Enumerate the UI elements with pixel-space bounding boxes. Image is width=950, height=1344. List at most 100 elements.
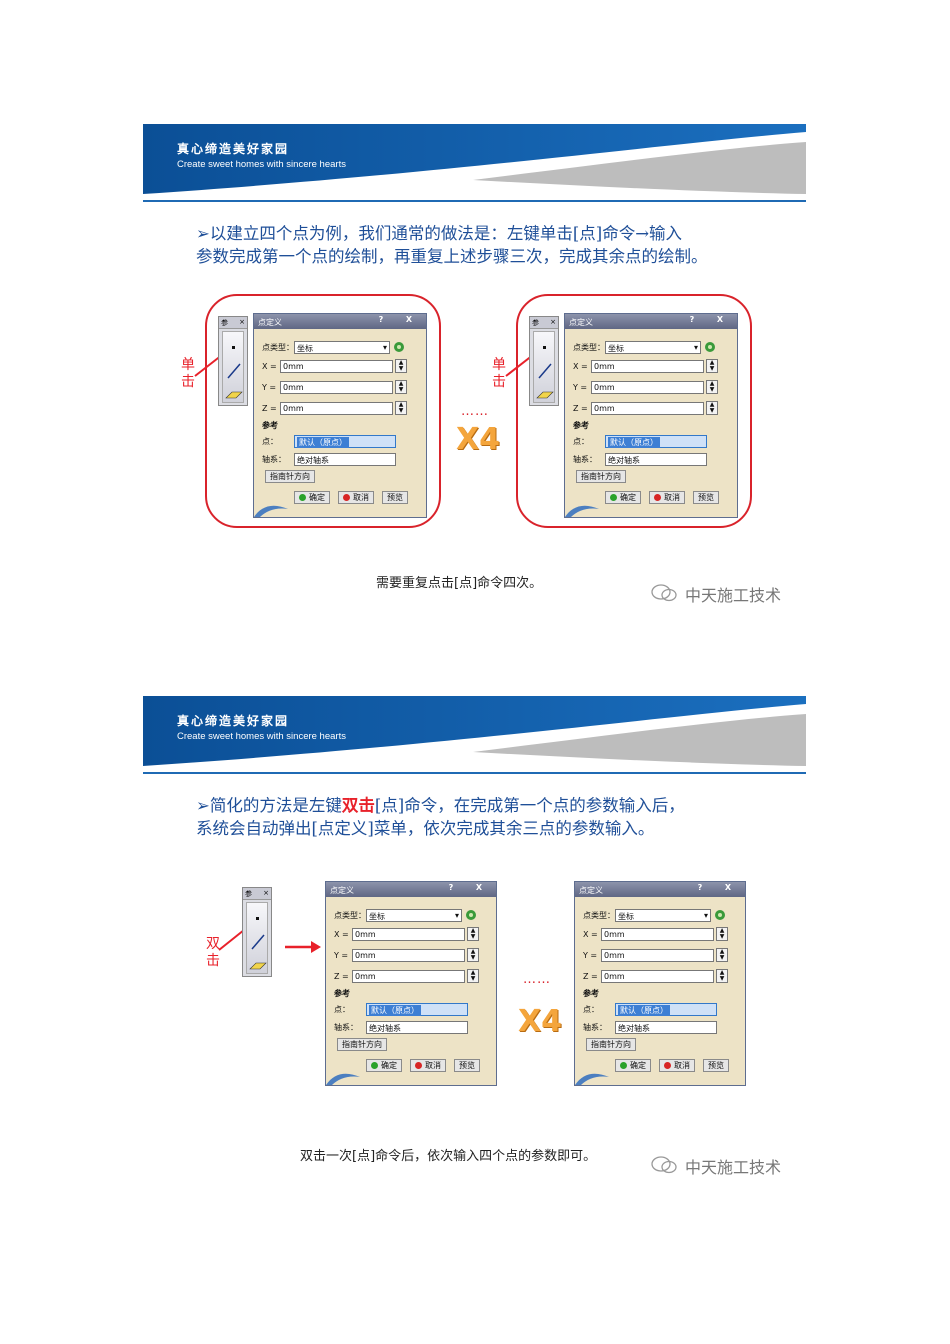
x-label: X =: [334, 929, 349, 939]
gear-icon[interactable]: [713, 908, 727, 922]
axis-system-field[interactable]: 绝对轴系: [294, 452, 396, 466]
point-command-icon[interactable]: [534, 332, 556, 404]
cancel-button[interactable]: 取消: [649, 491, 685, 504]
ok-icon: [610, 494, 617, 501]
cancel-icon: [415, 1062, 422, 1069]
gear-icon[interactable]: [392, 340, 406, 354]
y-input[interactable]: 0mm: [601, 948, 714, 962]
z-stepper[interactable]: ▲▼: [395, 401, 407, 415]
gear-icon[interactable]: [703, 340, 717, 354]
z-input[interactable]: 0mm: [352, 969, 465, 983]
y-stepper[interactable]: ▲▼: [706, 380, 718, 394]
ok-label: 确定: [630, 1061, 646, 1070]
y-stepper[interactable]: ▲▼: [395, 380, 407, 394]
x-label: X =: [262, 361, 277, 371]
point-reference-value: 默认（原点）: [618, 1004, 670, 1016]
ok-icon: [371, 1062, 378, 1069]
y-input[interactable]: 0mm: [591, 380, 704, 394]
x-stepper[interactable]: ▲▼: [395, 359, 407, 373]
ok-button[interactable]: 确定: [615, 1059, 651, 1072]
point-reference-field[interactable]: 默认（原点）: [294, 434, 396, 448]
point-toolbar[interactable]: 参×: [218, 316, 248, 406]
x-input[interactable]: 0mm: [352, 927, 465, 941]
toolbar-title: 参: [532, 319, 539, 327]
close-button[interactable]: X: [716, 315, 724, 324]
catia-logo-icon: [326, 1073, 360, 1085]
close-button[interactable]: X: [405, 315, 413, 324]
cancel-icon: [343, 494, 350, 501]
arrow-right-icon: [285, 941, 321, 953]
help-button[interactable]: ?: [689, 315, 695, 324]
z-stepper[interactable]: ▲▼: [706, 401, 718, 415]
x-input[interactable]: 0mm: [280, 359, 393, 373]
z-input[interactable]: 0mm: [601, 969, 714, 983]
axis-label: 轴系：: [334, 1022, 358, 1032]
y-stepper[interactable]: ▲▼: [716, 948, 728, 962]
cancel-icon: [654, 494, 661, 501]
y-stepper[interactable]: ▲▼: [467, 948, 479, 962]
x-stepper[interactable]: ▲▼: [467, 927, 479, 941]
z-stepper[interactable]: ▲▼: [467, 969, 479, 983]
z-input[interactable]: 0mm: [591, 401, 704, 415]
toolbar-close-icon[interactable]: ×: [239, 318, 245, 326]
point-toolbar[interactable]: 参×: [529, 316, 559, 406]
axis-system-field[interactable]: 绝对轴系: [605, 452, 707, 466]
help-button[interactable]: ?: [697, 883, 703, 892]
point-type-select[interactable]: 坐标▾: [294, 340, 390, 354]
z-label: Z =: [334, 971, 349, 981]
compass-direction-button[interactable]: 指南针方向: [337, 1038, 387, 1051]
axis-system-field[interactable]: 绝对轴系: [615, 1020, 717, 1034]
z-stepper[interactable]: ▲▼: [716, 969, 728, 983]
x-stepper[interactable]: ▲▼: [706, 359, 718, 373]
cancel-button[interactable]: 取消: [338, 491, 374, 504]
y-input[interactable]: 0mm: [280, 380, 393, 394]
x-input[interactable]: 0mm: [601, 927, 714, 941]
compass-direction-button[interactable]: 指南针方向: [265, 470, 315, 483]
x-input[interactable]: 0mm: [591, 359, 704, 373]
point-reference-field[interactable]: 默认（原点）: [605, 434, 707, 448]
close-button[interactable]: X: [475, 883, 483, 892]
type-label: 点类型：: [262, 342, 294, 352]
point-command-icon[interactable]: [223, 332, 245, 404]
x-stepper[interactable]: ▲▼: [716, 927, 728, 941]
point-type-select[interactable]: 坐标▾: [605, 340, 701, 354]
ok-button[interactable]: 确定: [605, 491, 641, 504]
point-reference-field[interactable]: 默认（原点）: [615, 1002, 717, 1016]
help-button[interactable]: ?: [448, 883, 454, 892]
axis-label: 轴系：: [573, 454, 597, 464]
preview-button[interactable]: 预览: [693, 491, 719, 504]
gear-icon[interactable]: [464, 908, 478, 922]
repeat-dots: ……: [523, 972, 551, 987]
toolbar-close-icon[interactable]: ×: [263, 889, 269, 897]
axis-system-field[interactable]: 绝对轴系: [366, 1020, 468, 1034]
ok-button[interactable]: 确定: [366, 1059, 402, 1072]
z-input[interactable]: 0mm: [280, 401, 393, 415]
help-button[interactable]: ?: [378, 315, 384, 324]
click-label: 单击: [492, 357, 506, 390]
preview-button[interactable]: 预览: [454, 1059, 480, 1072]
point-command-icon[interactable]: [247, 903, 269, 975]
compass-direction-button[interactable]: 指南针方向: [576, 470, 626, 483]
point-definition-dialog: 点定义 ? X 点类型： 坐标▾ X =0mm▲▼ Y =0mm▲▼ Z =0m…: [325, 881, 497, 1086]
compass-direction-button[interactable]: 指南针方向: [586, 1038, 636, 1051]
point-definition-dialog: 点定义 ? X 点类型： 坐标▾ X =0mm▲▼ Y =0mm▲▼ Z =0m…: [253, 313, 427, 518]
slide1-text-line2: 参数完成第一个点的绘制，再重复上述步骤三次，完成其余点的绘制。: [196, 247, 708, 266]
point-reference-field[interactable]: 默认（原点）: [366, 1002, 468, 1016]
y-input[interactable]: 0mm: [352, 948, 465, 962]
reference-label: 参考: [262, 420, 278, 430]
preview-button[interactable]: 预览: [703, 1059, 729, 1072]
point-type-value: 坐标: [297, 343, 313, 353]
catia-logo-icon: [575, 1073, 609, 1085]
close-button[interactable]: X: [724, 883, 732, 892]
toolbar-close-icon[interactable]: ×: [550, 318, 556, 326]
ok-label: 确定: [381, 1061, 397, 1070]
point-type-select[interactable]: 坐标▾: [366, 908, 462, 922]
x-label: X =: [583, 929, 598, 939]
point-type-value: 坐标: [608, 343, 624, 353]
point-toolbar[interactable]: 参×: [242, 887, 272, 977]
cancel-button[interactable]: 取消: [659, 1059, 695, 1072]
ok-button[interactable]: 确定: [294, 491, 330, 504]
cancel-button[interactable]: 取消: [410, 1059, 446, 1072]
preview-button[interactable]: 预览: [382, 491, 408, 504]
point-type-select[interactable]: 坐标▾: [615, 908, 711, 922]
